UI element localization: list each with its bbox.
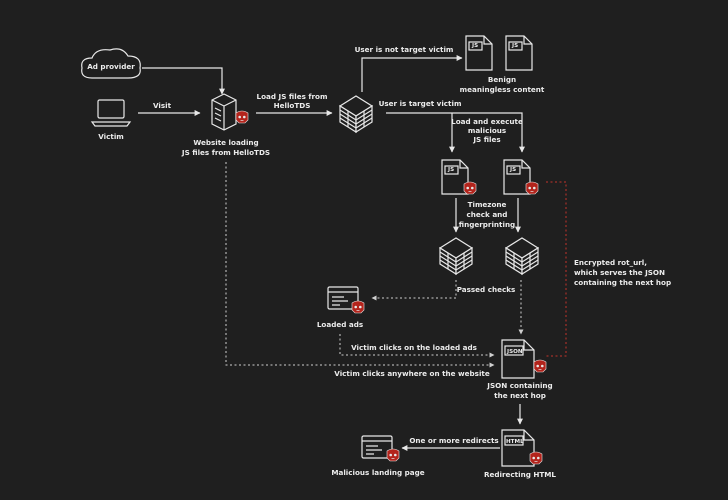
html-file-icon: HTML (501, 429, 543, 467)
clicks-anywhere-label: Victim clicks anywhere on the website (334, 369, 490, 378)
loaded-ads-browser-icon (327, 286, 365, 314)
not-target-label: User is not target victim (355, 45, 454, 54)
malicious-js-file-icon: JS (503, 159, 539, 195)
load-js-label-line2: HelloTDS (274, 101, 311, 110)
encrypted-rot-url-path (546, 181, 567, 357)
load-execute-label-line1: Load and execute (451, 117, 523, 126)
load-execute-label-line2: malicious (468, 126, 506, 135)
is-target-arrow (386, 112, 525, 153)
svg-text:JS: JS (471, 43, 478, 49)
json-file-icon: JSON (501, 339, 547, 379)
clicks-anywhere-path (225, 162, 495, 368)
malware-skull-icon (235, 110, 249, 124)
redirects-label: One or more redirects (409, 436, 498, 445)
firewall-icon (339, 95, 373, 133)
encrypted-label-line3: containing the next hop (574, 278, 671, 287)
svg-text:JS: JS (511, 43, 518, 49)
clicks-ads-label: Victim clicks on the loaded ads (351, 343, 477, 352)
ad-provider-label: Ad provider (87, 62, 135, 71)
encrypted-label-line1: Encrypted rot_url, (574, 258, 647, 267)
loaded-ads-label: Loaded ads (317, 320, 363, 329)
laptop-icon (90, 99, 132, 127)
redirecting-html-label: Redirecting HTML (484, 470, 556, 479)
svg-text:HTML: HTML (506, 439, 524, 445)
landing-page-browser-icon (361, 435, 400, 462)
ad-provider-cloud-icon (81, 48, 141, 79)
timezone-label-line2: check and (467, 210, 508, 219)
landing-page-label: Malicious landing page (331, 468, 424, 477)
malicious-js-file-icon: JS (441, 159, 477, 195)
benign-js-file-icon: JS (465, 35, 493, 71)
website-server-icon (211, 93, 237, 131)
timezone-label-line1: Timezone (468, 200, 507, 209)
victim-label: Victim (98, 132, 124, 141)
svg-text:JS: JS (447, 167, 454, 173)
svg-text:JSON: JSON (506, 349, 523, 355)
website-label-line1: Website loading (193, 138, 258, 147)
is-target-label: User is target victim (379, 99, 462, 108)
benign-js-file-icon: JS (505, 35, 533, 71)
passed-checks-to-ads-path (371, 280, 457, 301)
load-js-label-line1: Load JS files from (257, 92, 328, 101)
timezone-label-line3: fingerprinting (459, 220, 515, 229)
json-next-hop-label-line1: JSON containing (486, 381, 552, 390)
passed-checks-label: Passed checks (457, 285, 516, 294)
check-firewall-right-icon (505, 237, 539, 275)
encrypted-label-line2: which serves the JSON (574, 268, 665, 277)
website-label-line2: JS files from HelloTDS (181, 148, 270, 157)
check-firewall-left-icon (439, 237, 473, 275)
visit-label: Visit (153, 101, 172, 110)
load-execute-label-line3: JS files (472, 135, 500, 144)
svg-text:JS: JS (509, 167, 516, 173)
benign-label-line1: Benign (488, 75, 516, 84)
json-next-hop-label-line2: the next hop (494, 391, 546, 400)
benign-label-line2: meaningless content (460, 85, 545, 94)
ad-provider-arrow (142, 67, 225, 95)
not-target-arrow (361, 55, 463, 92)
